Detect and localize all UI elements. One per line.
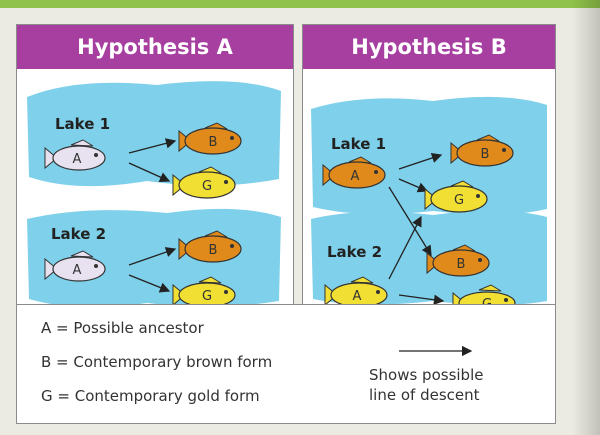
top-color-strip xyxy=(0,0,600,8)
hypothesis-b-title: Hypothesis B xyxy=(303,25,555,69)
legend-arrow-line-1: Shows possible xyxy=(369,366,484,384)
legend-arrow-line-2: line of descent xyxy=(369,386,480,404)
hypothesis-b-panel: Hypothesis B Lake 1 Lake 2 A xyxy=(302,24,556,308)
lake-2-label: Lake 2 xyxy=(51,225,106,243)
svg-text:A: A xyxy=(351,169,360,184)
hypothesis-a-title: Hypothesis A xyxy=(17,25,293,69)
gold-fish: G xyxy=(424,180,488,213)
gold-fish: G xyxy=(172,166,236,199)
lake-2-water xyxy=(27,208,281,307)
page-edge-shadow xyxy=(572,0,600,435)
descent-arrow xyxy=(398,294,445,305)
svg-text:A: A xyxy=(73,152,82,167)
legend-box: A = Possible ancestor B = Contemporary b… xyxy=(16,304,556,424)
brown-fish: B xyxy=(178,230,242,263)
legend-ancestor: A = Possible ancestor xyxy=(41,319,204,337)
gold-fish: G xyxy=(452,284,516,307)
ancestor-fish: A xyxy=(324,276,388,307)
legend-gold-form: G = Contemporary gold form xyxy=(41,387,260,405)
legend-brown-form: B = Contemporary brown form xyxy=(41,353,273,371)
gold-fish: G xyxy=(172,276,236,307)
descent-arrow xyxy=(398,152,443,170)
hypothesis-b-diagram: Lake 1 Lake 2 A B G xyxy=(311,96,547,307)
svg-text:B: B xyxy=(209,243,218,258)
lake-1-label: Lake 1 xyxy=(55,115,110,133)
descent-arrow xyxy=(128,247,177,266)
descent-arrow xyxy=(398,178,429,193)
legend-arrow-text: Shows possible line of descent xyxy=(369,365,483,405)
lake-2-label: Lake 2 xyxy=(327,243,382,261)
svg-text:G: G xyxy=(482,297,492,307)
brown-fish: B xyxy=(178,122,242,155)
descent-arrow xyxy=(128,274,171,293)
brown-fish: B xyxy=(426,244,490,277)
ancestor-fish: A xyxy=(44,139,106,171)
svg-text:B: B xyxy=(209,135,218,150)
svg-text:B: B xyxy=(457,257,466,272)
svg-text:B: B xyxy=(481,147,490,162)
lake-1-label: Lake 1 xyxy=(331,135,386,153)
legend-arrow-icon xyxy=(399,345,473,357)
ancestor-fish: A xyxy=(322,156,386,189)
hypothesis-a-diagram: Lake 1 Lake 2 A B G xyxy=(27,81,281,307)
descent-arrow xyxy=(388,186,432,257)
svg-text:G: G xyxy=(202,179,212,194)
descent-arrow xyxy=(128,162,171,183)
svg-text:G: G xyxy=(454,193,464,208)
ancestor-fish: A xyxy=(44,250,106,282)
lake-1-water xyxy=(27,81,281,187)
brown-fish: B xyxy=(450,134,514,167)
descent-arrow xyxy=(128,138,177,154)
svg-text:A: A xyxy=(353,289,362,304)
svg-text:G: G xyxy=(202,289,212,304)
svg-text:A: A xyxy=(73,263,82,278)
descent-arrow xyxy=(388,215,422,280)
hypothesis-a-panel: Hypothesis A Lake 1 Lake 2 A B xyxy=(16,24,294,308)
